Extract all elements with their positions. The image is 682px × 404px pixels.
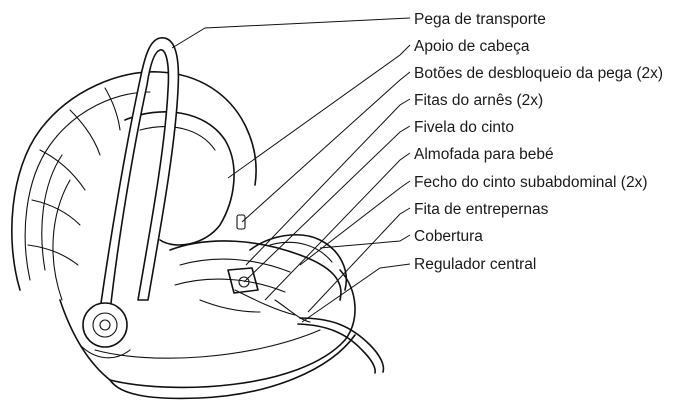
leader-apoio [227, 44, 411, 179]
leader-almofada [264, 152, 411, 301]
label-cobertura: Cobertura [414, 228, 483, 245]
label-botoes-desbloqueio: Botões de desbloqueio da pega (2x) [414, 65, 663, 82]
leader-fitas [245, 98, 411, 266]
leader-fivela [243, 125, 411, 283]
label-fitas-do-arnes: Fitas do arnês (2x) [414, 92, 543, 109]
leader-cobertura [319, 234, 411, 249]
leader-fecho [299, 180, 411, 266]
label-fecho-do-cinto: Fecho do cinto subabdominal (2x) [414, 174, 648, 191]
car-seat-illustration [11, 37, 385, 400]
label-almofada-para-bebe: Almofada para bebé [414, 146, 554, 163]
callout-labels: Pega de transporte Apoio de cabeça Botõe… [414, 11, 663, 273]
label-apoio-de-cabeca: Apoio de cabeça [414, 38, 530, 55]
leader-pega [171, 17, 411, 49]
label-fita-de-entrepernas: Fita de entrepernas [414, 201, 549, 218]
leader-lines [171, 17, 411, 323]
leader-regulador [301, 263, 411, 323]
leader-botoes [241, 71, 411, 223]
leader-entrepernas [307, 207, 411, 313]
label-fivela-do-cinto: Fivela do cinto [414, 119, 514, 136]
label-pega-de-transporte: Pega de transporte [414, 11, 546, 28]
label-regulador-central: Regulador central [414, 256, 536, 273]
